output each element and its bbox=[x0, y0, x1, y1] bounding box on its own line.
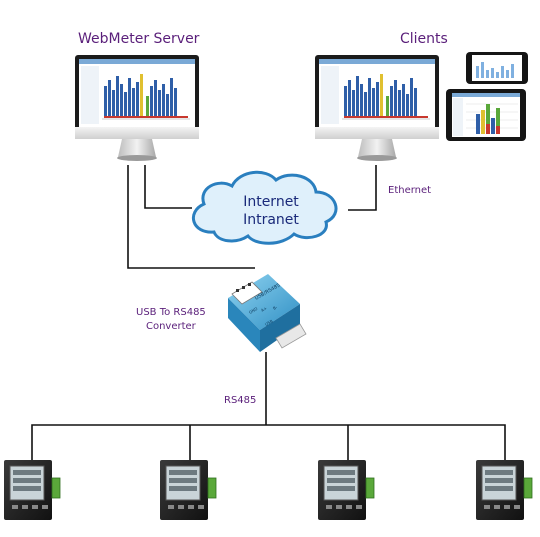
ethernet-label: Ethernet bbox=[388, 185, 432, 196]
usb-rs485-converter: USB/RS485 GND A+ B- USB bbox=[228, 274, 307, 352]
cloud-icon bbox=[192, 170, 338, 245]
clients-to-cloud-wire bbox=[348, 165, 377, 211]
cloud-label-internet: Internet bbox=[243, 194, 299, 210]
server-monitor bbox=[75, 55, 199, 161]
meters bbox=[4, 460, 533, 520]
power-meter-icon bbox=[318, 460, 375, 520]
converter-usb-text: USB bbox=[264, 318, 274, 327]
wires bbox=[31, 165, 506, 470]
client-tablet bbox=[446, 89, 526, 141]
server-to-converter-wire bbox=[127, 165, 255, 269]
rs485-bus bbox=[31, 424, 506, 470]
clients-label: Clients bbox=[400, 31, 448, 47]
converter-label-line1: USB To RS485 bbox=[136, 307, 206, 318]
rs485-label: RS485 bbox=[224, 395, 257, 406]
server-to-cloud-wire bbox=[144, 165, 192, 209]
converter-pin-a: A+ bbox=[260, 305, 268, 312]
client-monitor bbox=[315, 55, 439, 161]
power-meter-icon bbox=[476, 460, 533, 520]
cloud-label-intranet: Intranet bbox=[243, 212, 299, 228]
power-meter-icon bbox=[4, 460, 61, 520]
client-screen-chart bbox=[342, 74, 430, 120]
power-meter-icon bbox=[160, 460, 217, 520]
cloud-label: Internet Intranet bbox=[226, 193, 316, 229]
server-label: WebMeter Server bbox=[78, 31, 200, 47]
converter-label-line2: Converter bbox=[145, 321, 196, 332]
server-screen-chart bbox=[102, 74, 190, 120]
converter-pin-gnd: GND bbox=[248, 306, 258, 315]
converter-label: USB To RS485 Converter bbox=[136, 306, 206, 334]
converter-pin-b: B- bbox=[272, 304, 279, 311]
client-phone bbox=[466, 52, 528, 84]
